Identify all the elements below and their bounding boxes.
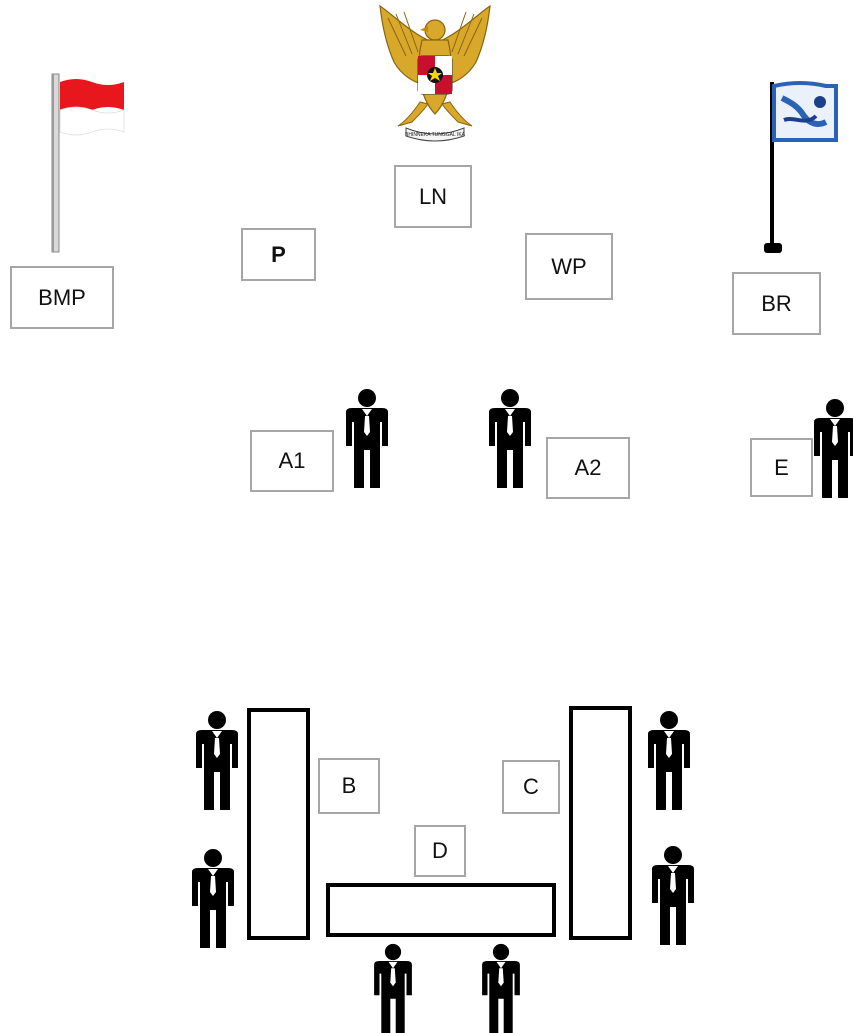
person-icon-left-bottom — [192, 849, 234, 948]
institution-flag-icon — [764, 81, 838, 253]
person-icon-right-top — [648, 711, 690, 810]
bottom-table — [326, 883, 556, 937]
label-d: D — [414, 825, 466, 877]
red-white-flag-icon — [51, 73, 125, 253]
right-table — [569, 706, 632, 940]
emblem-motto: BHINNEKA TUNGGAL IKA — [405, 132, 466, 138]
label-wp: WP — [525, 233, 613, 300]
label-a2: A2 — [546, 437, 630, 499]
person-icon-a2 — [489, 389, 531, 488]
label-b: B — [318, 758, 380, 814]
person-icon-left-top — [196, 711, 238, 810]
label-br: BR — [732, 272, 821, 335]
label-c: C — [502, 760, 560, 814]
person-icon-a1 — [346, 389, 388, 488]
label-p: P — [241, 228, 316, 281]
left-table — [247, 708, 310, 940]
person-icon-bottom-left — [374, 943, 412, 1033]
label-ln: LN — [394, 165, 472, 228]
person-icon-right-bottom — [652, 846, 694, 945]
person-icon-e — [814, 399, 853, 498]
label-bmp: BMP — [10, 266, 114, 329]
label-a1: A1 — [250, 430, 334, 492]
garuda-emblem-icon: BHINNEKA TUNGGAL IKA — [379, 4, 491, 142]
label-e: E — [750, 438, 813, 497]
person-icon-bottom-right — [482, 943, 520, 1033]
